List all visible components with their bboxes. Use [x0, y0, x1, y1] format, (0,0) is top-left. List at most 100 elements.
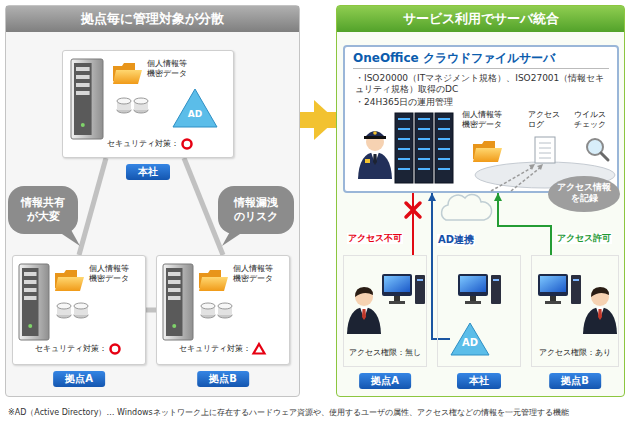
virus-check-icon	[587, 139, 608, 160]
person-figure	[583, 287, 617, 334]
pc-icon	[571, 275, 581, 304]
security-mark	[111, 345, 120, 354]
server-tower	[166, 268, 183, 336]
server-rack	[398, 148, 410, 150]
server-rack	[435, 113, 453, 183]
ad-triangle	[173, 89, 217, 127]
server-rack	[418, 148, 430, 150]
person-figure	[355, 288, 373, 306]
log-icon	[535, 137, 555, 163]
ad-triangle: AD	[450, 322, 490, 356]
server-tower	[19, 264, 49, 340]
permission-label: アクセス権限：あり	[532, 348, 618, 358]
log-icon	[539, 153, 551, 154]
person-figure	[360, 307, 368, 319]
disk-icon	[134, 98, 148, 104]
server-rack	[415, 113, 433, 183]
disk-icon	[117, 98, 148, 113]
pc-icon	[458, 274, 501, 304]
pc-icon	[573, 279, 579, 281]
callout-text: 情報漏洩のリスク	[218, 186, 294, 234]
disk-icon	[117, 98, 131, 104]
site-tag: 本社	[126, 164, 170, 181]
site-tag: 拠点B	[549, 373, 601, 390]
server-rack	[418, 158, 430, 160]
callout-bubble: 情報漏洩のリスク	[218, 186, 294, 234]
note-bubble: アクセス情報を記録	[548, 176, 620, 212]
note-text: アクセス情報を記録	[548, 176, 620, 212]
server-tower	[76, 83, 90, 87]
server-rack	[438, 168, 450, 170]
data-label: 個人情報等 機密データ	[89, 264, 133, 284]
callout-tail	[56, 228, 80, 246]
record-arrow	[511, 167, 541, 191]
disk-icon	[57, 303, 88, 318]
guard-figure	[373, 154, 377, 165]
guard-figure	[358, 131, 392, 179]
disk-icon	[74, 303, 88, 309]
server-tower	[76, 67, 90, 71]
pc-icon	[538, 274, 581, 304]
data-label: 個人情報等 機密データ	[147, 59, 191, 79]
icon-label: アクセス ログ	[528, 110, 562, 129]
ad-triangle	[451, 323, 489, 355]
folder-icon	[55, 270, 84, 291]
edge-label: アクセス不可	[347, 233, 403, 244]
guard-figure	[371, 152, 379, 164]
disk-icon	[57, 303, 71, 309]
server-rack	[398, 118, 410, 120]
log-icon	[539, 158, 551, 159]
server-box: 個人情報等 機密データADセキュリティ対策：本社	[62, 50, 234, 158]
folder-icon	[199, 277, 228, 291]
edge-label: アクセス許可	[556, 233, 612, 244]
server-box: 個人情報等 機密データセキュリティ対策：拠点A	[12, 255, 146, 365]
pc-icon	[470, 296, 476, 301]
record-arrow	[537, 164, 543, 170]
server-tower	[76, 75, 90, 79]
security-mark	[254, 344, 265, 354]
site-tag: 本社	[457, 373, 501, 390]
ad-label: AD	[180, 109, 210, 120]
guard-figure	[365, 159, 370, 163]
server-rack	[438, 128, 450, 130]
server-rack	[398, 158, 410, 160]
ad-triangle	[451, 323, 489, 355]
server-rack	[438, 148, 450, 150]
bullet-text: ・24H365日の運用管理	[355, 97, 453, 108]
disk-icon	[201, 303, 215, 309]
pc-icon	[382, 274, 412, 296]
folder-icon	[473, 141, 502, 162]
server-rack	[395, 113, 413, 183]
person-figure	[355, 287, 373, 297]
server-rack	[418, 118, 430, 120]
region-panel: 拠点毎に管理対象が分散個人情報等 機密データADセキュリティ対策：本社個人情報等…	[5, 5, 300, 397]
server-tower	[71, 59, 103, 139]
pc-icon	[382, 274, 425, 304]
log-icon	[539, 148, 551, 149]
footnote: ※AD（Active Directory）… Windowsネットワーク上に存在…	[8, 408, 569, 418]
pc-icon	[417, 279, 423, 281]
folder-icon	[473, 148, 502, 162]
folder-icon	[113, 63, 142, 84]
virus-check-icon	[601, 153, 608, 160]
server-tower	[163, 264, 193, 340]
server-tower	[24, 288, 37, 292]
server-tower	[81, 123, 85, 127]
pc-icon	[493, 279, 499, 281]
record-arrow	[491, 164, 543, 191]
server-rack	[398, 168, 410, 170]
server-rack	[398, 128, 410, 130]
record-arrow	[529, 164, 535, 170]
ad-label: AD	[450, 337, 490, 350]
callout-tail	[222, 228, 246, 246]
pc-icon	[415, 275, 425, 304]
callout-tail	[222, 228, 246, 246]
person-figure	[362, 309, 366, 320]
server-rack	[438, 138, 450, 140]
callout-tail	[56, 228, 80, 246]
pc-icon	[465, 301, 481, 304]
server-rack	[418, 168, 430, 170]
disk-icon	[218, 303, 232, 309]
callout-bubble: 情報共有が大変	[8, 186, 78, 234]
